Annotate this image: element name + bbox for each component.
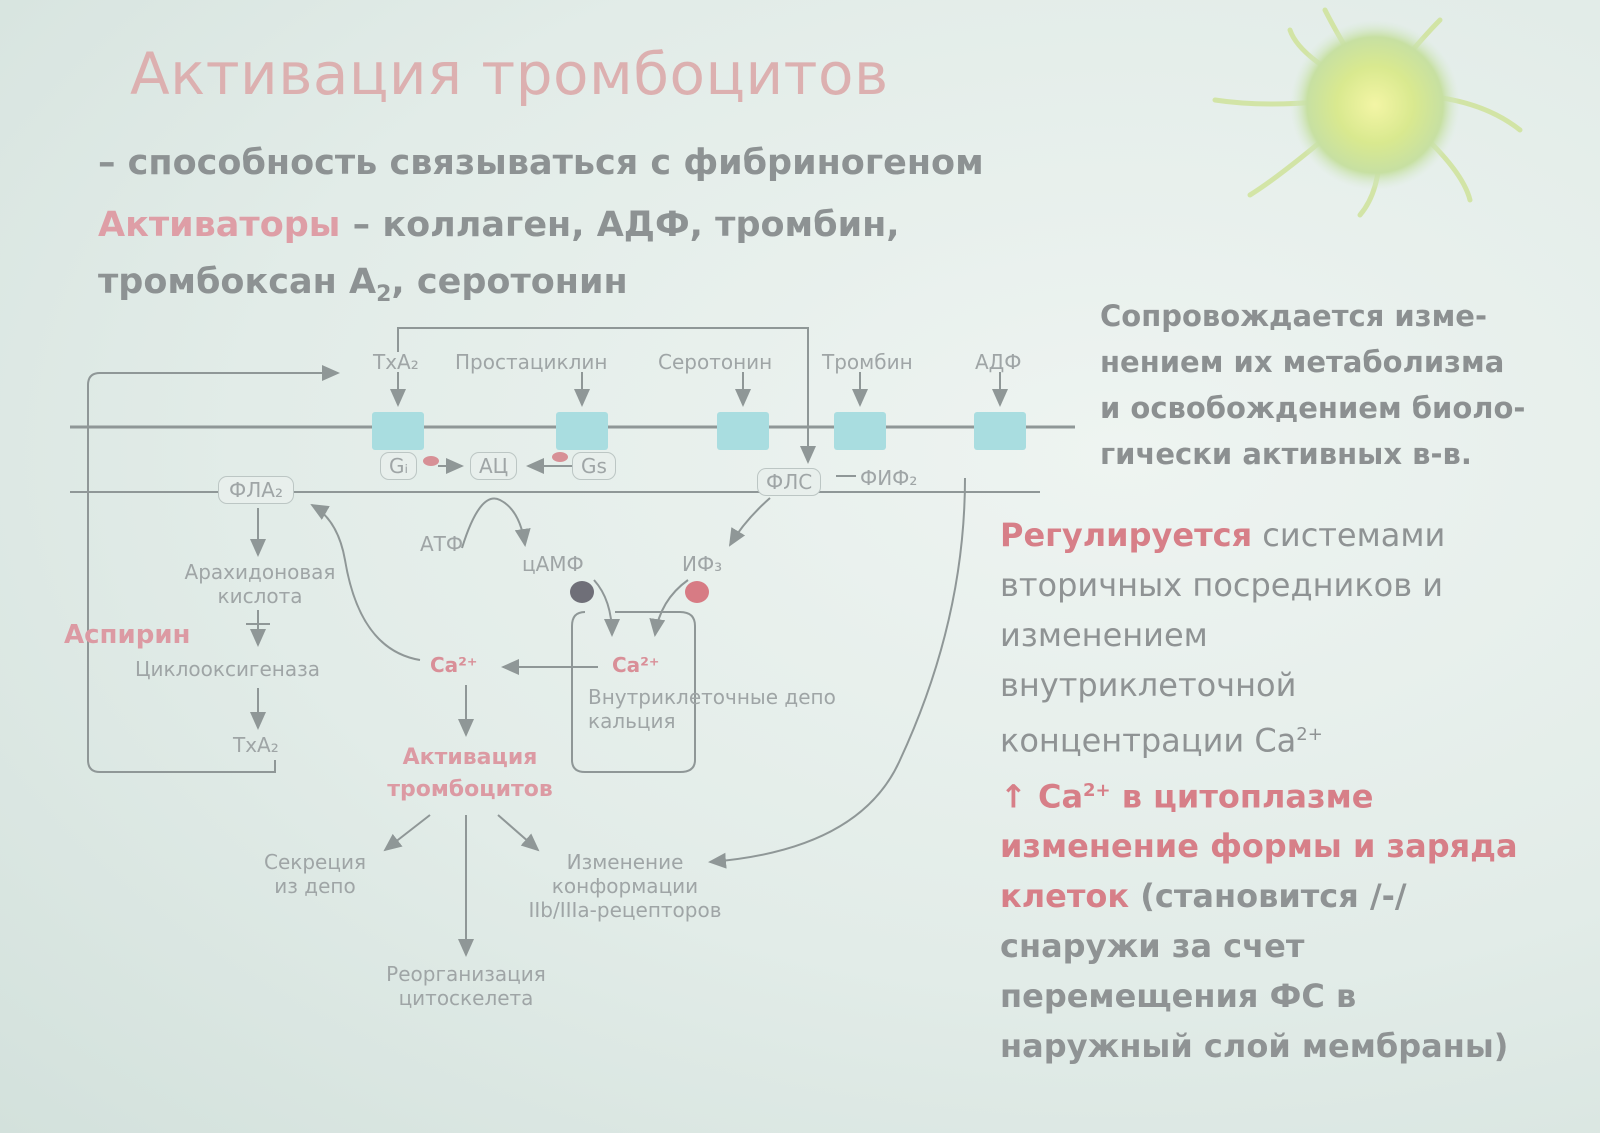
- adenylate-cyclase: АЦ: [470, 452, 518, 480]
- secretion-line: Секреция: [264, 850, 366, 874]
- definition-line: – способность связываться с фибриногеном: [98, 143, 984, 183]
- receptor-label-thrombin: Тромбин: [822, 350, 913, 374]
- conformation-label: Изменение конформации IIb/IIIa-рецепторо…: [505, 850, 745, 922]
- receptor-label-prostacyclin: Простациклин: [455, 350, 608, 374]
- ca-depot-label: Ca²⁺: [612, 653, 660, 677]
- arachidonic-line: Арахидоновая: [184, 560, 336, 584]
- metabolism-line: нением их метаболизма: [1100, 345, 1505, 379]
- activators-text: – коллаген, АДФ, тромбин,: [340, 205, 900, 245]
- receptor-label-txa2: TxA₂: [373, 350, 419, 374]
- secretion-line: из депо: [274, 874, 356, 898]
- regulation-line-5: концентрации Са2+: [1000, 710, 1518, 766]
- regulation-line: концентрации Са: [1000, 721, 1297, 760]
- activators-line2-post: , серотонин: [391, 262, 628, 302]
- depot-line: кальция: [588, 709, 676, 733]
- conformation-line: Изменение: [566, 850, 684, 874]
- receptor-label-serotonin: Серотонин: [658, 350, 773, 374]
- ip3-label: ИФ₃: [682, 552, 723, 576]
- gs-protein: Gs: [572, 452, 616, 480]
- effect-tail-line: снаружи за счет: [1000, 927, 1305, 966]
- effect-line: изменение формы и заряда: [1000, 827, 1518, 866]
- camp-label: цАМФ: [522, 552, 584, 576]
- reorganization-line: цитоскелета: [398, 986, 534, 1010]
- regulation-line: изменением: [1000, 616, 1208, 654]
- arachidonic-acid: Арахидоновая кислота: [160, 560, 360, 608]
- gi-protein: Gᵢ: [380, 452, 418, 480]
- effect-tail-line: наружный слой мембраны): [1000, 1027, 1509, 1066]
- regulation-line: вторичных посредников и: [1000, 566, 1444, 604]
- ca-rest: в цитоплазме: [1110, 777, 1374, 816]
- secretion-label: Секреция из депо: [235, 850, 395, 898]
- activators-label: Активаторы: [98, 205, 341, 245]
- regulation-line: внутриклеточной: [1000, 666, 1297, 704]
- depot-line: Внутриклеточные депо: [588, 685, 836, 709]
- effect-tail-line: перемещения ФС в: [1000, 977, 1357, 1016]
- regulation-label: Регулируется: [1000, 516, 1253, 554]
- aspirin-label: Аспирин: [64, 620, 191, 650]
- txa2-bottom-label: TxA₂: [233, 733, 279, 757]
- slide-title: Активация тромбоцитов: [130, 40, 889, 108]
- regulation-line-1: Регулируется системами: [1000, 510, 1518, 560]
- atp-label: АТФ: [420, 532, 464, 556]
- ca-sup: 2+: [1083, 779, 1111, 801]
- metabolism-line: и освобождением биоло-: [1100, 391, 1526, 425]
- reorganization-line: Реорганизация: [386, 962, 546, 986]
- depot-label: Внутриклеточные депо кальция: [588, 685, 836, 733]
- conformation-line: конформации: [551, 874, 699, 898]
- regulation-sup: 2+: [1296, 724, 1323, 745]
- activators-line2-sub: 2: [376, 282, 392, 307]
- fif2-label: ФИФ₂: [860, 466, 918, 490]
- activation-line: тромбоцитов: [387, 777, 553, 802]
- activation-label: Активация тромбоцитов: [370, 742, 570, 806]
- activators-line2-pre: тромбоксан А: [98, 262, 377, 302]
- effect-line: клеток: [1000, 877, 1130, 916]
- effect-line-2: клеток (становится /-/: [1000, 871, 1518, 921]
- ca-cytoplasm-label: Ca²⁺: [430, 653, 478, 677]
- effect-tail-line: (становится /-/: [1129, 877, 1407, 916]
- fls-box: ФЛС: [757, 468, 822, 496]
- arachidonic-line: кислота: [217, 584, 303, 608]
- reorganization-label: Реорганизация цитоскелета: [366, 962, 566, 1010]
- ca-line: ↑ Ca2+ в цитоплазме: [1000, 766, 1518, 822]
- cyclooxygenase-label: Циклооксигеназа: [135, 657, 320, 681]
- regulation-text: Регулируется системами вторичных посредн…: [1000, 510, 1518, 1071]
- ca-arrow: ↑ Ca: [1000, 777, 1084, 816]
- metabolism-text: Сопровождается изме- нением их метаболиз…: [1100, 293, 1525, 477]
- regulation-line: системами: [1252, 516, 1446, 554]
- conformation-line: IIb/IIIa-рецепторов: [528, 898, 722, 922]
- activation-line: Активация: [402, 745, 538, 770]
- fla2-box: ФЛА₂: [218, 476, 294, 504]
- activators-line-2: тромбоксан А2, серотонин: [98, 262, 628, 307]
- receptor-label-adp: АДФ: [975, 350, 1022, 374]
- activators-line: Активаторы – коллаген, АДФ, тромбин,: [98, 205, 900, 245]
- metabolism-line: Сопровождается изме-: [1100, 299, 1488, 333]
- metabolism-line: гически активных в-в.: [1100, 437, 1472, 471]
